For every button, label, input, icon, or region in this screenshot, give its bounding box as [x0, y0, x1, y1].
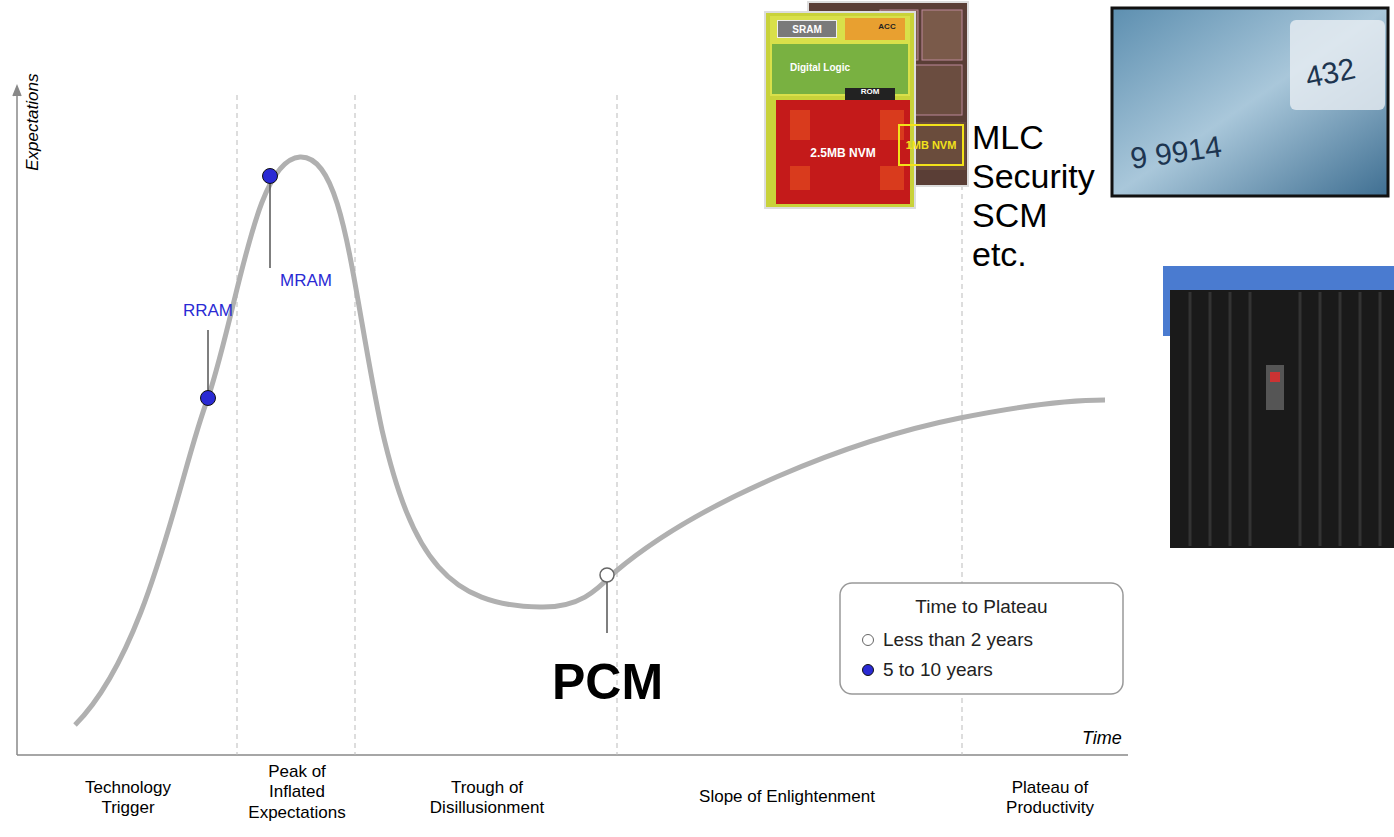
legend-symbol [862, 634, 874, 646]
axis-label: Time [1082, 728, 1132, 750]
phase-label: Slope of Enlightenment [657, 787, 917, 807]
legend-title: Time to Plateau [840, 596, 1123, 619]
pcm-dot [600, 568, 614, 582]
chip-block-label: ROM [855, 87, 885, 97]
application-list: MLC Security SCM etc. [972, 118, 1095, 274]
phase-label: Peak of Inflated Expectations [240, 762, 354, 823]
legend-box [840, 583, 1123, 694]
technology-label: PCM [520, 652, 695, 712]
axis-label: Expectations [23, 62, 43, 182]
nvm-block: 2.5MB NVM [776, 140, 910, 166]
sram-block: SRAM [777, 20, 837, 38]
nvm-block: 1MB NVM [898, 124, 964, 166]
hype-curve [75, 157, 1105, 725]
mram-dot [263, 169, 278, 184]
server-rack-photo [1163, 266, 1394, 548]
leader-lines [208, 183, 607, 633]
rram-dot [201, 391, 216, 406]
phase-label: Plateau of Productivity [995, 778, 1105, 819]
technology-label: RRAM [168, 301, 248, 321]
credit-card-photo [1112, 8, 1388, 196]
chip-block-label: Digital Logic [785, 62, 855, 74]
phase-label: Trough of Disillusionment [412, 778, 562, 819]
node-text: 2.5MB NVM [810, 146, 875, 160]
chip-photo-front [765, 12, 915, 208]
node-text: 1MB NVM [906, 139, 957, 151]
legend-item: 5 to 10 years [862, 659, 993, 681]
node-text: SRAM [792, 24, 821, 35]
phase-label: Technology Trigger [63, 778, 193, 819]
legend-swatch [862, 664, 874, 676]
legend-item: Less than 2 years [862, 629, 1033, 651]
legend-text: Less than 2 years [883, 629, 1033, 651]
chip-block-label: ACC [872, 22, 902, 32]
legend-text: 5 to 10 years [883, 659, 993, 681]
technology-label: MRAM [266, 271, 346, 291]
